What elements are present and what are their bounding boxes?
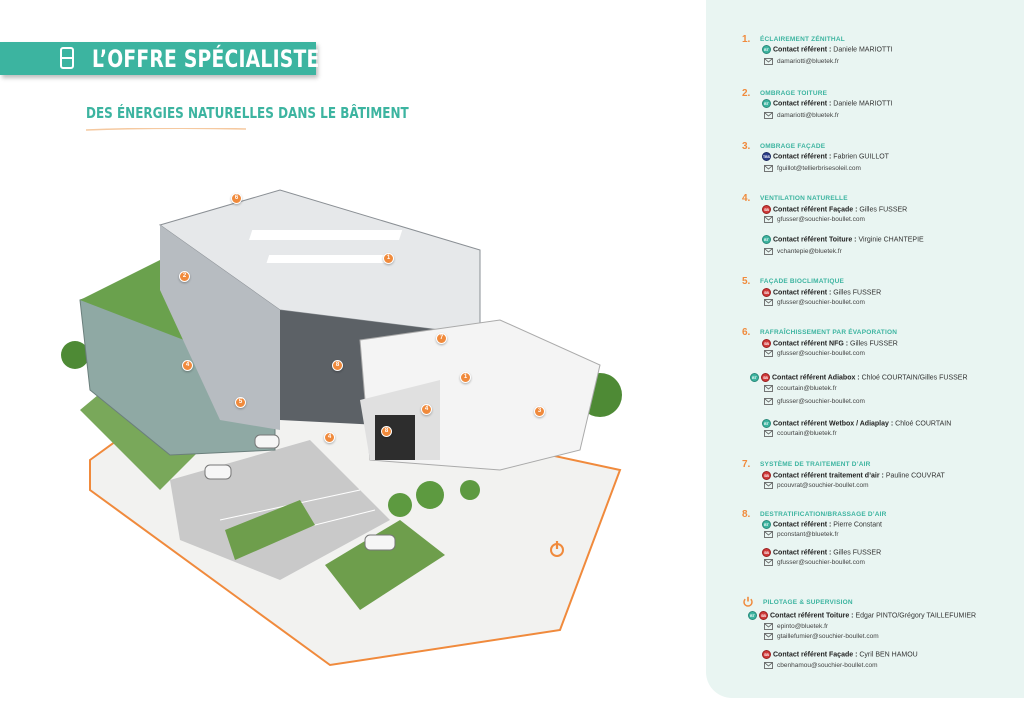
title-banner [0,42,316,75]
email-link[interactable]: gfusser@souchier-boullet.com [764,298,865,307]
envelope-icon [764,385,773,392]
envelope-icon [764,112,773,119]
bluetek-badge-icon: BT [762,45,771,54]
envelope-icon [764,58,773,65]
power-icon [743,596,753,607]
envelope-icon [764,299,773,306]
email-link[interactable]: gtaillefumier@souchier-boullet.com [764,632,879,641]
envelope-icon [764,165,773,172]
souchier-badge-icon: SB [762,339,771,348]
marker-8b: 8 [381,426,392,437]
email-link[interactable]: gfusser@souchier-boullet.com [764,558,865,567]
marker-6: 6 [231,193,242,204]
ventilation-unit-icon [60,47,74,69]
page-subtitle: DES ÉNERGIES NATURELLES DANS LE BÂTIMENT [86,104,409,122]
envelope-icon [764,216,773,223]
marker-4: 4 [182,360,193,371]
envelope-icon [764,623,773,630]
email-link[interactable]: gfusser@souchier-boullet.com [764,215,865,224]
marker-5: 5 [235,397,246,408]
marker-2: 2 [179,271,190,282]
bluetek-badge-icon: BT [748,611,757,620]
souchier-badge-icon: SB [762,471,771,480]
souchier-badge-icon: SB [762,205,771,214]
subtitle-underline [86,128,246,131]
email-link[interactable]: ccourtain@bluetek.fr [764,384,837,393]
power-icon-illustration [550,541,564,557]
marker-7: 7 [436,333,447,344]
email-link[interactable]: cbenhamou@souchier-boullet.com [764,661,878,670]
email-link[interactable]: damariotti@bluetek.fr [764,111,839,120]
email-link[interactable]: pcouvrat@souchier-boullet.com [764,481,869,490]
marker-3: 3 [534,406,545,417]
bluetek-badge-icon: BT [762,235,771,244]
email-link[interactable]: vchantepie@bluetek.fr [764,247,842,256]
envelope-icon [764,559,773,566]
envelope-icon [764,430,773,437]
envelope-icon [764,248,773,255]
page-title: L’OFFRE SPÉCIALISTE [92,45,320,73]
tbs-badge-icon: TBS [762,152,771,161]
email-link[interactable]: fguillot@tellierbrisesoleil.com [764,164,861,173]
bluetek-badge-icon: BT [750,373,759,382]
souchier-badge-icon: SB [762,650,771,659]
bluetek-badge-icon: BT [762,99,771,108]
email-link[interactable]: damariotti@bluetek.fr [764,57,839,66]
envelope-icon [764,633,773,640]
email-link[interactable]: ccourtain@bluetek.fr [764,429,837,438]
bluetek-badge-icon: BT [762,419,771,428]
marker-4b: 4 [421,404,432,415]
marker-4c: 4 [324,432,335,443]
email-link[interactable]: epinto@bluetek.fr [764,622,828,631]
souchier-badge-icon: SB [761,373,770,382]
bluetek-badge-icon: BT [762,520,771,529]
marker-1b: 1 [460,372,471,383]
souchier-badge-icon: SB [762,548,771,557]
marker-1: 1 [383,253,394,264]
souchier-badge-icon: SB [759,611,768,620]
email-link[interactable]: pconstant@bluetek.fr [764,530,839,539]
souchier-badge-icon: SB [762,288,771,297]
marker-8: 8 [332,360,343,371]
email-link[interactable]: gfusser@souchier-boullet.com [764,397,865,406]
contacts-panel [706,0,1024,698]
envelope-icon [764,662,773,669]
envelope-icon [764,482,773,489]
building-illustration [61,189,622,667]
envelope-icon [764,398,773,405]
email-link[interactable]: gfusser@souchier-boullet.com [764,349,865,358]
envelope-icon [764,531,773,538]
envelope-icon [764,350,773,357]
